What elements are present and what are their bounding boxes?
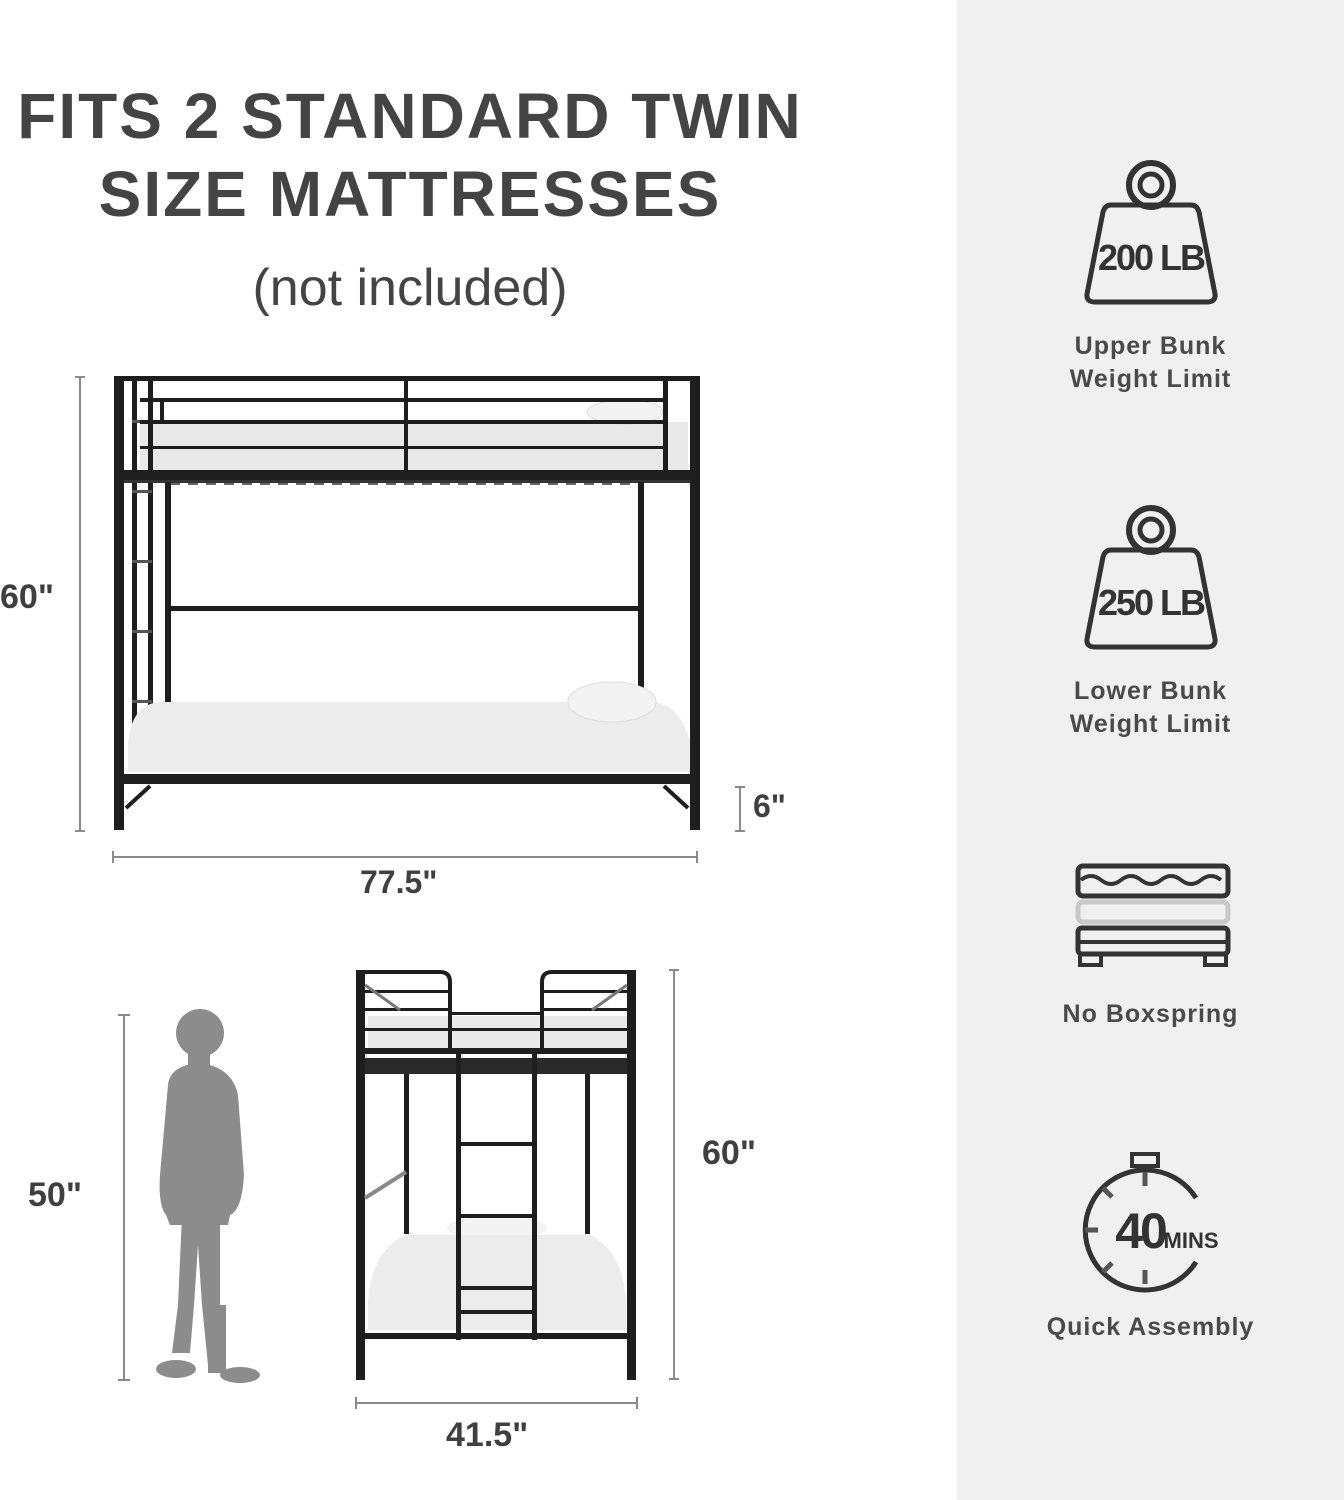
height-dimension-tick-top [75,376,85,378]
front-height-dimension-line [673,969,675,1379]
mattress-stack-icon [1075,863,1230,967]
person-tick-bottom [118,1379,130,1381]
headline-line-1: FITS 2 STANDARD TWIN [17,80,803,152]
front-height-tick-bottom [669,1378,679,1380]
length-dimension-tick-left [112,851,114,863]
features-sidebar: 200 LB Upper Bunk Weight Limit 250 LB Lo… [957,0,1344,1500]
svg-text:MINS: MINS [1163,1228,1218,1253]
feature-no-boxspring: No Boxspring [957,862,1344,1031]
clearance-tick-top [735,786,745,788]
svg-text:200 LB: 200 LB [1097,237,1204,278]
feature-upper-bunk-weight: 200 LB Upper Bunk Weight Limit [957,158,1344,396]
front-width-label: 41.5" [446,1416,529,1454]
bunk-bed-front-view-illustration [356,970,636,1380]
length-dimension-line [112,856,698,858]
headline-line-2: SIZE MATTRESSES [98,158,722,230]
side-height-label: 60" [0,578,54,616]
width-dimension-line [355,1402,638,1404]
length-dimension-tick-right [696,851,698,863]
front-height-tick-top [669,969,679,971]
feature-label: Weight Limit [1069,365,1232,393]
svg-text:40: 40 [1115,1203,1166,1259]
feature-label: Upper Bunk [1074,332,1227,360]
feature-label: Quick Assembly [1046,1313,1255,1341]
weight-icon: 200 LB [1083,160,1218,305]
height-dimension-tick-bottom [75,830,85,832]
width-tick-right [636,1397,638,1409]
bunk-bed-side-view-illustration [114,376,700,830]
headline-subtitle: (not included) [252,259,568,317]
child-silhouette-icon [156,1009,260,1383]
feature-quick-assembly: 40 MINS Quick Assembly [957,1150,1344,1344]
person-height-dimension-line [123,1014,125,1380]
feature-label: No Boxspring [1062,1000,1239,1028]
person-height-label: 50" [28,1176,82,1214]
front-height-label: 60" [702,1134,756,1172]
side-length-label: 77.5" [360,864,438,900]
feature-lower-bunk-weight: 250 LB Lower Bunk Weight Limit [957,503,1344,741]
height-dimension-line [79,376,81,832]
width-tick-left [355,1397,357,1409]
clearance-label: 6" [753,788,786,824]
svg-text:250 LB: 250 LB [1097,582,1204,623]
product-dimensions-panel: FITS 2 STANDARD TWIN SIZE MATTRESSES (no… [0,80,803,1454]
stopwatch-icon: 40 MINS [1082,1152,1218,1293]
person-tick-top [118,1014,130,1016]
clearance-tick-bottom [735,830,745,832]
feature-label: Weight Limit [1069,710,1232,738]
clearance-dimension-line [739,786,741,832]
weight-icon: 250 LB [1083,505,1218,650]
feature-label: Lower Bunk [1073,677,1228,705]
